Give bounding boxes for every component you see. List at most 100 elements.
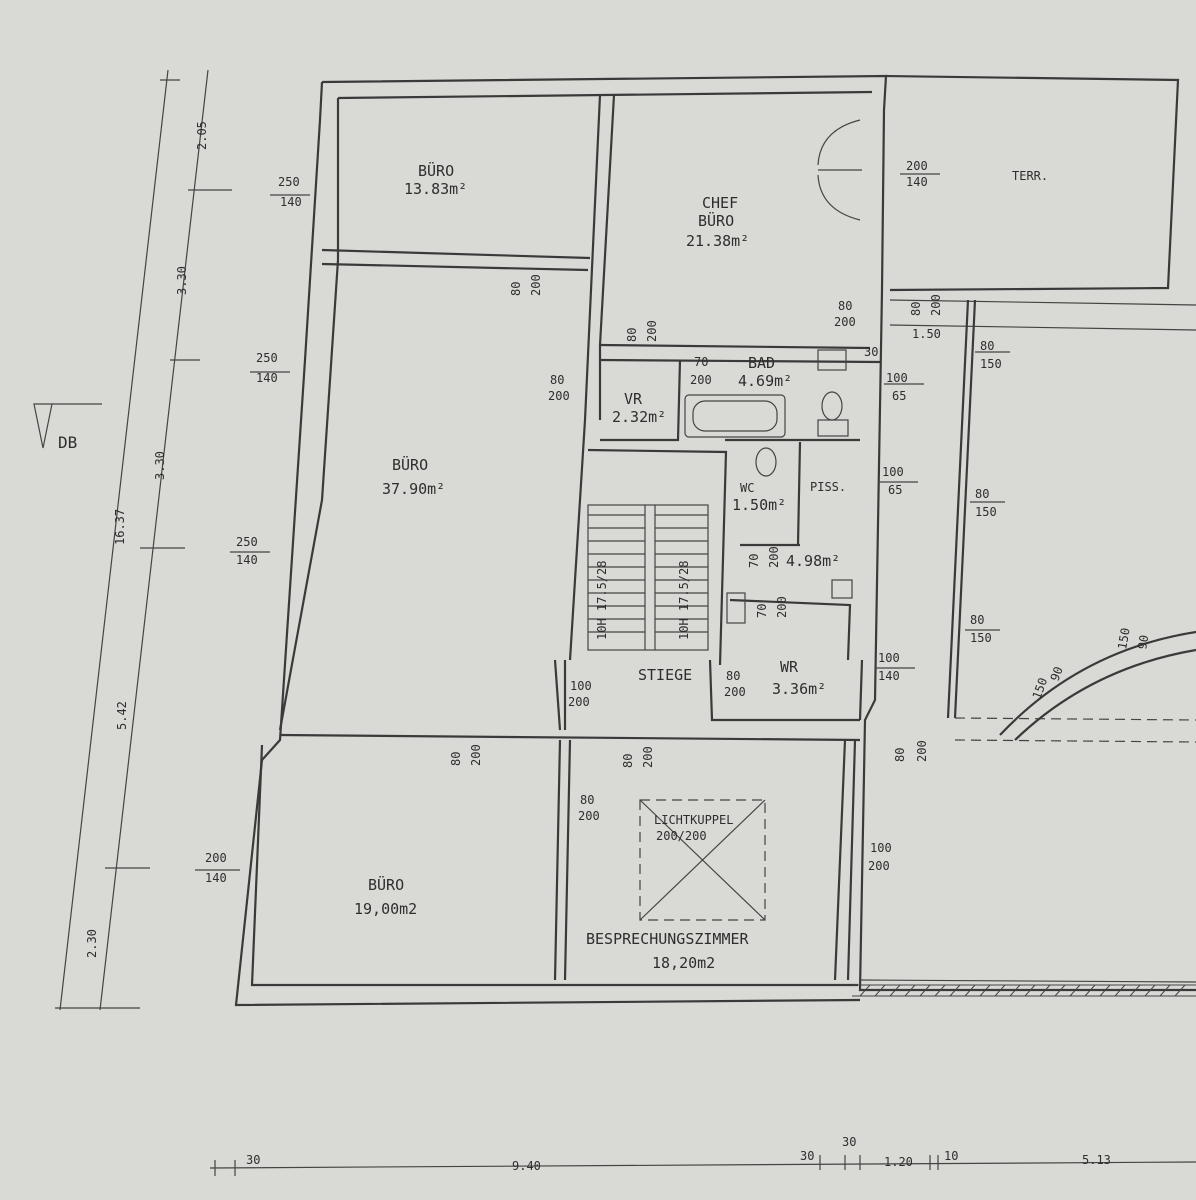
door13-bottom: 200 bbox=[578, 809, 600, 823]
door12-bottom: 200 bbox=[641, 746, 655, 768]
door3-bottom: 200 bbox=[548, 389, 570, 403]
section-marker-label: DB bbox=[58, 433, 77, 452]
door15-bottom: 200 bbox=[868, 859, 890, 873]
dim-bottom-513: 5.13 bbox=[1082, 1153, 1111, 1167]
bottom-dimension-chain bbox=[209, 1155, 1196, 1176]
room-terr-name: TERR. bbox=[1012, 169, 1048, 183]
door15-top: 100 bbox=[870, 841, 892, 855]
arc-150-a: 150 bbox=[1115, 627, 1133, 651]
door2-bottom: 200 bbox=[645, 320, 659, 342]
win5-bottom: 140 bbox=[906, 175, 928, 189]
skylight-size: 200/200 bbox=[656, 829, 707, 843]
dim-230: 2.30 bbox=[85, 929, 99, 958]
terrace-walls bbox=[859, 299, 1196, 983]
double-door bbox=[817, 119, 862, 221]
room-vr-name: VR bbox=[624, 390, 643, 408]
win4-bottom: 140 bbox=[205, 871, 227, 885]
hatched-threshold bbox=[852, 984, 1196, 997]
room-buero2-area: 37.90m² bbox=[382, 480, 445, 498]
skylight bbox=[639, 799, 766, 921]
win1-top: 250 bbox=[278, 175, 300, 189]
win9-bottom: 150 bbox=[980, 357, 1002, 371]
room-chef-name2: BÜRO bbox=[698, 211, 734, 230]
door5-top: 80 bbox=[838, 299, 852, 313]
bathtub bbox=[684, 394, 786, 438]
win5-top: 200 bbox=[906, 159, 928, 173]
misc-150: 1.50 bbox=[912, 327, 941, 341]
room-chef-area: 21.38m² bbox=[686, 232, 749, 250]
arc-90-b: 90 bbox=[1048, 665, 1066, 683]
win1-bottom: 140 bbox=[280, 195, 302, 209]
dim-bottom-30c: 30 bbox=[842, 1135, 856, 1149]
dim-542: 5.42 bbox=[115, 701, 129, 730]
win7-bottom: 65 bbox=[888, 483, 902, 497]
staircase bbox=[587, 504, 709, 651]
interior-walls bbox=[279, 94, 881, 981]
dim-bottom-940: 9.40 bbox=[512, 1159, 541, 1173]
room-piss-area: 4.98m² bbox=[786, 552, 840, 570]
door11-top: 80 bbox=[449, 752, 463, 766]
room-buero1-name: BÜRO bbox=[418, 161, 454, 180]
door13-top: 80 bbox=[580, 793, 594, 807]
room-wr-name: WR bbox=[780, 658, 799, 676]
stair-label-left: 10H 17.5/28 bbox=[595, 561, 609, 640]
room-chef-name1: CHEF bbox=[702, 194, 738, 212]
washbasin bbox=[817, 349, 847, 371]
door10-bottom: 200 bbox=[724, 685, 746, 699]
room-stiege-name: STIEGE bbox=[638, 666, 692, 684]
door9-top: 100 bbox=[570, 679, 592, 693]
room-wr-area: 3.36m² bbox=[772, 680, 826, 698]
win8-bottom: 140 bbox=[878, 669, 900, 683]
toilet-wc bbox=[755, 447, 777, 477]
win11-top: 80 bbox=[970, 613, 984, 627]
room-buero2-name: BÜRO bbox=[392, 455, 428, 474]
win2-bottom: 140 bbox=[256, 371, 278, 385]
win4-top: 200 bbox=[205, 851, 227, 865]
win10-bottom: 150 bbox=[975, 505, 997, 519]
room-piss-name: PISS. bbox=[810, 480, 846, 494]
door4-bottom: 200 bbox=[690, 373, 712, 387]
room-besprechung-area: 18,20m2 bbox=[652, 954, 715, 972]
door6-top: 80 bbox=[909, 302, 923, 316]
room-besprechung-name: BESPRECHUNGSZIMMER bbox=[586, 930, 750, 948]
win3-top: 250 bbox=[236, 535, 258, 549]
misc-30: 30 bbox=[864, 345, 878, 359]
win3-bottom: 140 bbox=[236, 553, 258, 567]
door14-top: 80 bbox=[893, 748, 907, 762]
door6-bottom: 200 bbox=[929, 294, 943, 316]
dim-205: 2.05 bbox=[195, 121, 209, 150]
door1-top: 80 bbox=[509, 282, 523, 296]
win7-top: 100 bbox=[882, 465, 904, 479]
window-marks bbox=[195, 173, 1010, 871]
arc-150-b: 150 bbox=[1030, 676, 1051, 701]
door9-bottom: 200 bbox=[568, 695, 590, 709]
door14-bottom: 200 bbox=[915, 740, 929, 762]
door8-bottom: 200 bbox=[775, 596, 789, 618]
door1-bottom: 200 bbox=[529, 274, 543, 296]
dim-bottom-30a: 30 bbox=[246, 1153, 260, 1167]
stair-label-right: 10H 17.5/28 bbox=[677, 561, 691, 640]
room-wc-name: WC bbox=[740, 481, 754, 495]
room-buero3-area: 19,00m2 bbox=[354, 900, 417, 918]
win9-top: 80 bbox=[980, 339, 994, 353]
toilet-bad bbox=[821, 391, 843, 421]
door7-bottom: 200 bbox=[767, 546, 781, 568]
room-bad-area: 4.69m² bbox=[738, 372, 792, 390]
section-marker bbox=[33, 403, 102, 449]
sink-wr bbox=[831, 579, 853, 599]
left-dimension-chain bbox=[55, 69, 232, 1011]
win10-top: 80 bbox=[975, 487, 989, 501]
skylight-name: LICHTKUPPEL bbox=[654, 813, 733, 827]
door4-top: 70 bbox=[694, 355, 708, 369]
room-buero1-area: 13.83m² bbox=[404, 180, 467, 198]
win6-top: 100 bbox=[886, 371, 908, 385]
outer-walls bbox=[234, 74, 1196, 1007]
win11-bottom: 150 bbox=[970, 631, 992, 645]
heater bbox=[726, 592, 746, 624]
door2-top: 80 bbox=[625, 328, 639, 342]
room-wc-area: 1.50m² bbox=[732, 496, 786, 514]
room-bad-name: BAD bbox=[748, 354, 775, 372]
win8-top: 100 bbox=[878, 651, 900, 665]
win6-bottom: 65 bbox=[892, 389, 906, 403]
